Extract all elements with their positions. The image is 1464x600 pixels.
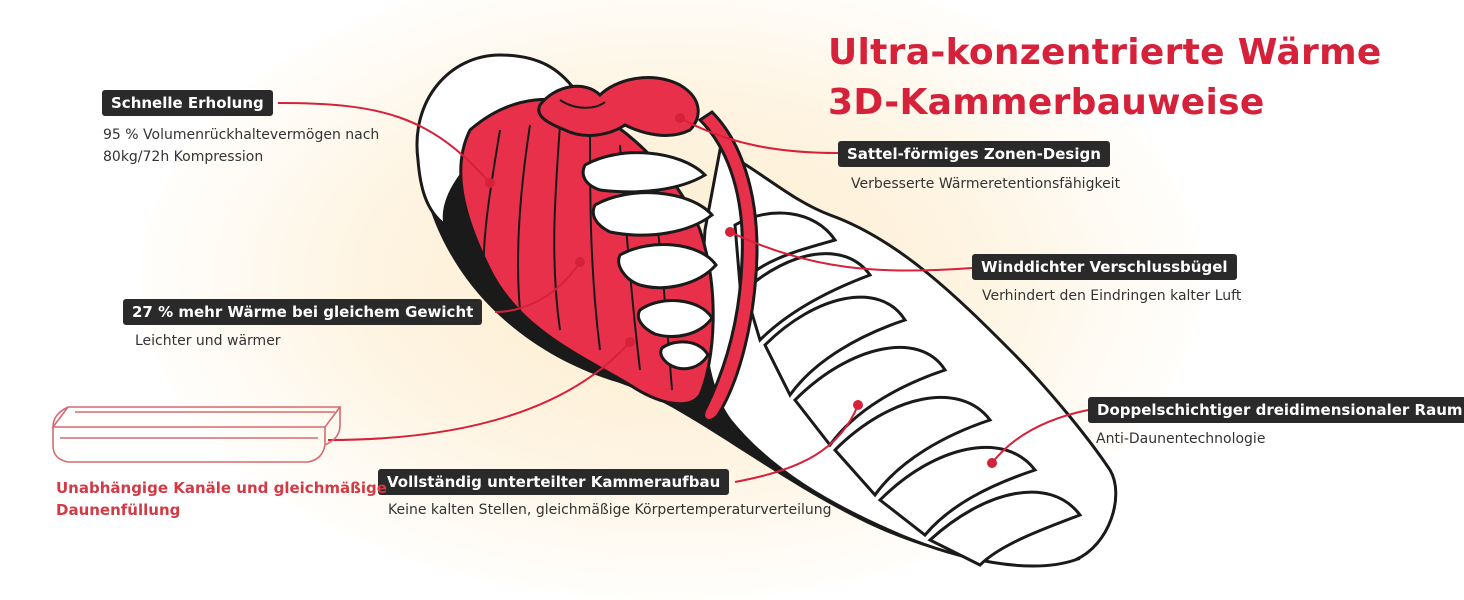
headline-line-1: Ultra-konzentrierte Wärme: [828, 32, 1382, 73]
headline-line-2: 3D-Kammerbauweise: [828, 82, 1265, 123]
desc-fast-recovery-line-2: 80kg/72h Kompression: [103, 149, 264, 165]
leader-chamber: [734, 404, 859, 483]
tag-warmth: 27 % mehr Wärme bei gleichem Gewicht: [123, 299, 483, 325]
leader-saddle: [679, 117, 839, 154]
tag-fast-recovery: Schnelle Erholung: [102, 90, 273, 116]
desc-double-layer: Anti-Daunentechnologie: [1096, 431, 1266, 447]
tag-double-layer: Doppelschichtiger dreidimensionaler Raum: [1088, 397, 1464, 423]
red-body-inner-baffles: [581, 151, 718, 371]
leader-channels: [327, 341, 631, 441]
foot-baffles: [733, 211, 1083, 567]
leader-windproof: [729, 231, 973, 272]
desc-warmth: Leichter und wärmer: [135, 333, 281, 349]
saddle-stitch: [559, 99, 606, 109]
tag-saddle: Sattel-förmiges Zonen-Design: [838, 141, 1110, 167]
leader-warmth: [494, 261, 581, 313]
leader-double-layer: [991, 409, 1089, 464]
channel-note-line-2: Daunenfüllung: [56, 501, 181, 519]
leader-dots: [485, 113, 997, 468]
desc-fast-recovery-line-1: 95 % Volumenrückhaltevermögen nach: [103, 127, 380, 143]
leader-lines: [277, 102, 1089, 483]
desc-saddle: Verbesserte Wärmeretentionsfähigkeit: [851, 176, 1121, 192]
desc-chamber: Keine kalten Stellen, gleichmäßige Körpe…: [388, 502, 832, 518]
leader-fast-recovery: [277, 102, 491, 184]
tag-chamber: Vollständig unterteilter Kammeraufbau: [378, 469, 730, 495]
saddle-zone: [537, 76, 700, 137]
desc-windproof: Verhindert den Eindringen kalter Luft: [982, 288, 1242, 304]
tag-windproof: Winddichter Verschlussbügel: [972, 254, 1237, 280]
channel-note-line-1: Unabhängige Kanäle und gleichmäßige: [56, 479, 387, 497]
channel-tube-outline: [51, 406, 342, 463]
windproof-collar: [697, 110, 759, 422]
